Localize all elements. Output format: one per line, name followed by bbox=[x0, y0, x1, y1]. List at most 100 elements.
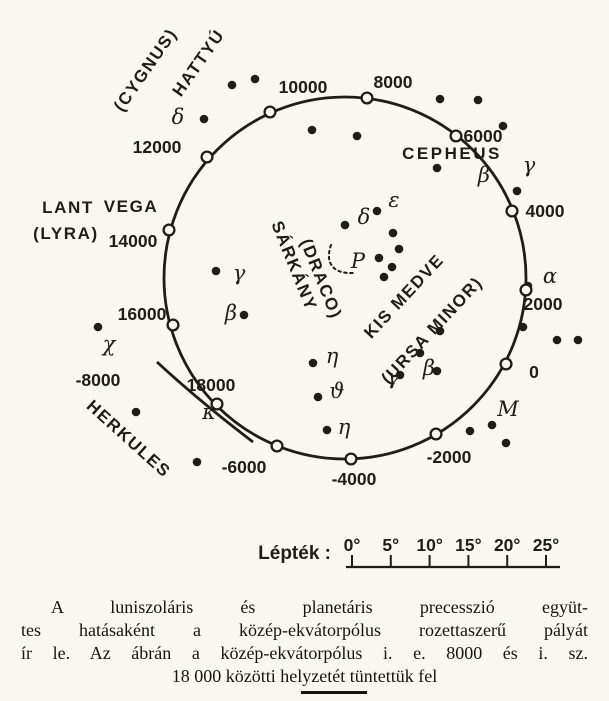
star-dot bbox=[372, 206, 382, 216]
epoch-marker bbox=[449, 129, 463, 143]
star-designation: κ bbox=[201, 400, 216, 424]
star-dot bbox=[415, 348, 425, 358]
star-dot bbox=[395, 370, 405, 380]
caption-line: 18 000 közötti helyzetét tüntettük fel bbox=[171, 666, 438, 686]
caption-block: A luniszoláris és planetáris precesszió … bbox=[21, 596, 588, 688]
star-dot bbox=[322, 425, 332, 435]
star-dot bbox=[308, 358, 318, 368]
star-designation: γ bbox=[233, 261, 246, 285]
star-dot bbox=[432, 366, 442, 376]
epoch-label: 0 bbox=[529, 362, 539, 382]
star-designation: η bbox=[338, 415, 351, 439]
star-designation: η bbox=[326, 344, 339, 368]
star-dot bbox=[379, 272, 389, 282]
scale-tick-label: 10° bbox=[416, 535, 442, 555]
star-designation: δ bbox=[358, 205, 371, 229]
rosette-continuation-arc bbox=[156, 360, 254, 444]
epoch-label: -2000 bbox=[427, 447, 472, 467]
star-designation: γ bbox=[523, 153, 536, 177]
epoch-label: -6000 bbox=[222, 457, 267, 477]
constellation-label: VEGA bbox=[104, 197, 159, 216]
star-dot bbox=[501, 438, 511, 448]
epoch-label: -8000 bbox=[76, 370, 121, 390]
constellation-label: CEPHEUS bbox=[402, 144, 502, 163]
star-dot bbox=[250, 74, 260, 84]
constellation-label: HERKULES bbox=[83, 396, 175, 481]
star-dot bbox=[313, 392, 323, 402]
pole-dotted-arc bbox=[327, 244, 354, 275]
star-dot bbox=[465, 426, 475, 436]
constellation-label: LANT bbox=[42, 198, 94, 217]
star-dot bbox=[432, 163, 442, 173]
star-designation: M bbox=[496, 397, 519, 421]
epoch-label: 14000 bbox=[109, 231, 158, 251]
star-dot bbox=[307, 125, 317, 135]
epoch-label: 4000 bbox=[526, 201, 565, 221]
epoch-label: 6000 bbox=[464, 126, 503, 146]
star-dot bbox=[573, 335, 583, 345]
star-designation: ε bbox=[388, 188, 399, 212]
star-dot bbox=[387, 262, 397, 272]
star-dot bbox=[340, 220, 350, 230]
star-dot bbox=[552, 335, 562, 345]
scale-tick-label: 5° bbox=[382, 535, 399, 555]
star-dot bbox=[518, 322, 528, 332]
epoch-marker bbox=[360, 91, 374, 105]
scale-tick-label: 0° bbox=[344, 535, 361, 555]
epoch-marker bbox=[505, 204, 519, 218]
constellation-layer: HATTYÚ(CYGNUS)LANT(LYRA)VEGACEPHEUSHERKU… bbox=[33, 25, 502, 482]
epoch-label: 18000 bbox=[187, 375, 236, 395]
star-dot bbox=[498, 121, 508, 131]
caption-line: ír le. Az ábrán a közép-ekvátorpólus i. … bbox=[21, 643, 588, 663]
scale-caption: Lépték : bbox=[258, 543, 331, 564]
star-dot bbox=[93, 322, 103, 332]
star-designation: χ bbox=[101, 332, 117, 356]
scale-tick-label: 15° bbox=[455, 535, 481, 555]
star-designation: β bbox=[224, 301, 237, 325]
star-designation: β bbox=[422, 356, 435, 380]
star-dot bbox=[199, 114, 209, 124]
precession-diagram: 10000 8000 6000 12000 4000 14000 2000 16000 0 180… bbox=[33, 25, 583, 569]
epoch-marker bbox=[200, 150, 214, 164]
epoch-label: 10000 bbox=[279, 77, 328, 97]
star-designation: P bbox=[350, 249, 366, 273]
star-dot bbox=[227, 80, 237, 90]
epoch-label: 2000 bbox=[524, 294, 563, 314]
caption-line: tes hatásaként a közép-ekvátorpólus roze… bbox=[21, 620, 588, 640]
star-dot bbox=[374, 253, 384, 263]
epoch-marker bbox=[429, 427, 443, 441]
epoch-label: 12000 bbox=[133, 137, 182, 157]
star-dot bbox=[352, 131, 362, 141]
constellation-label: (CYGNUS) bbox=[110, 25, 181, 115]
star-dot bbox=[239, 310, 249, 320]
epoch-marker bbox=[162, 223, 176, 237]
star-dot bbox=[211, 266, 221, 276]
star-dot bbox=[435, 94, 445, 104]
epoch-label: 8000 bbox=[374, 72, 413, 92]
epoch-marker bbox=[166, 318, 180, 332]
star-dot bbox=[473, 95, 483, 105]
star-designation: β bbox=[477, 163, 490, 187]
star-dot bbox=[192, 457, 202, 467]
star-designation: δ bbox=[172, 105, 185, 129]
scale-bar: Lépték : 0° 5° 10° 15° 20° 25° bbox=[258, 535, 560, 569]
epoch-marker bbox=[519, 283, 533, 297]
epoch-layer: 10000 8000 6000 12000 4000 14000 2000 16000 0 180… bbox=[76, 72, 565, 489]
stars-layer bbox=[93, 74, 583, 467]
constellation-label: (LYRA) bbox=[33, 224, 99, 243]
scale-tick-label: 20° bbox=[494, 535, 520, 555]
epoch-label: 16000 bbox=[118, 304, 167, 324]
star-dot bbox=[435, 326, 445, 336]
star-dot bbox=[487, 420, 497, 430]
scale-tick-label: 25° bbox=[533, 535, 559, 555]
caption-line: A luniszoláris és planetáris precesszió … bbox=[51, 597, 588, 617]
epoch-marker bbox=[263, 105, 277, 119]
star-dot bbox=[512, 186, 522, 196]
epoch-marker bbox=[210, 397, 224, 411]
epoch-marker bbox=[344, 452, 358, 466]
epoch-marker bbox=[270, 439, 284, 453]
star-designation: α bbox=[543, 264, 557, 288]
star-dot bbox=[131, 407, 141, 417]
